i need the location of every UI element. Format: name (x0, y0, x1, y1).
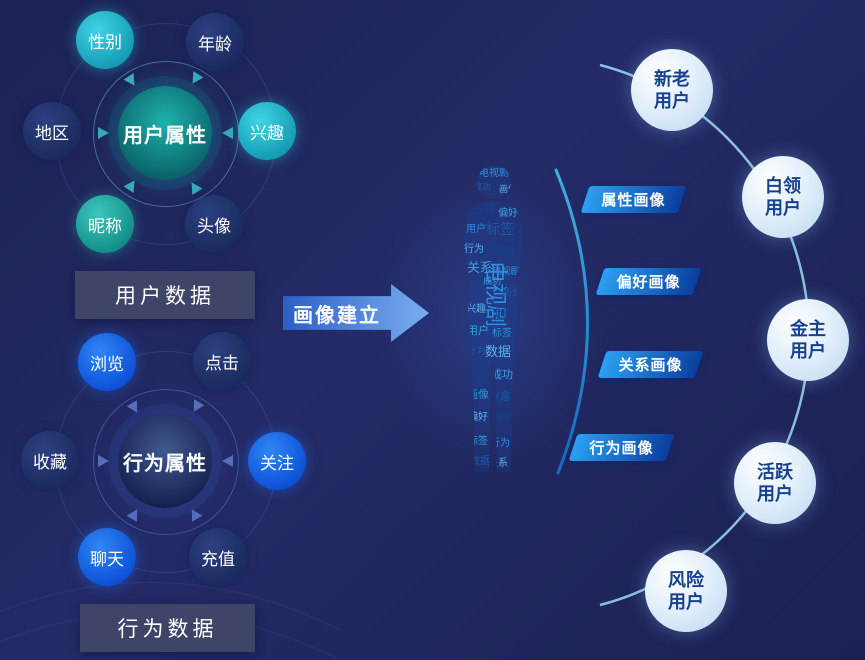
cloud-word: 画像 (502, 287, 522, 299)
cloud-word: 用户 (467, 323, 489, 337)
cloud-word: 兴趣 (490, 390, 510, 403)
segment-white-collar-users: 白领用户 (742, 156, 824, 238)
cloud-word: 兴趣 (466, 302, 486, 315)
inward-arrow-icon (222, 127, 233, 139)
cloud-word: 电视剧 (479, 166, 509, 179)
cloud-word: 画像 (499, 183, 517, 194)
segment-label: 白领用户 (764, 175, 801, 219)
user-attributes-center-node: 用户属性 (118, 86, 212, 180)
behavior-data-label-box: 行为数据 (80, 604, 255, 652)
cloud-word: 关系 (467, 260, 493, 275)
segment-label: 活跃用户 (756, 461, 793, 505)
behavior-node-favorite: 收藏 (21, 431, 79, 489)
user-attr-node-interest: 兴趣 (238, 102, 296, 160)
tags-arc (554, 168, 589, 475)
cloud-word: 兴趣 (473, 201, 495, 215)
behavior-node-click: 点击 (193, 332, 251, 390)
cloud-word: 数据 (493, 243, 515, 257)
segment-label: 风险用户 (667, 569, 704, 613)
behavior-node-recharge: 充值 (189, 528, 247, 586)
cloud-word: 行为 (490, 436, 510, 449)
cloud-word: 关系 (488, 456, 508, 469)
user-attr-node-gender: 性别 (76, 11, 134, 69)
node-label: 浏览 (90, 354, 124, 374)
behavior-attributes-center-node: 行为属性 (118, 414, 212, 508)
node-label: 地区 (35, 123, 69, 143)
cloud-word: 行为 (466, 344, 486, 357)
inward-arrow-icon (123, 73, 140, 89)
cloud-word: 偏好 (494, 304, 518, 319)
node-label: 头像 (197, 216, 231, 236)
behavior-node-browse: 浏览 (78, 333, 136, 391)
node-label: 兴趣 (250, 123, 284, 143)
node-label: 聊天 (90, 549, 124, 569)
cloud-word: 画像 (467, 388, 489, 401)
profile-build-arrow-label: 画像建立 (293, 304, 382, 327)
segment-label: 金主用户 (789, 318, 826, 362)
cloud-word: 成功 (473, 181, 491, 192)
inward-arrow-icon (222, 455, 233, 467)
cloud-word: 用户 (466, 222, 486, 235)
word-cloud-silhouette: 电视剧 成功 画像 兴趣 偏好 用户 标签 行为 数据 关系 电视剧 电视剧 画… (463, 165, 523, 472)
inward-arrow-icon (123, 177, 140, 193)
user-attr-node-nickname: 昵称 (76, 195, 134, 253)
cloud-word: 行为 (464, 242, 484, 255)
segment-label: 新老用户 (653, 68, 690, 112)
profile-build-arrow: 画像建立 (283, 284, 429, 342)
inward-arrow-icon (186, 179, 203, 195)
cloud-word: 电视剧 (483, 261, 508, 327)
cloud-word: 电视剧 (492, 265, 519, 276)
cloud-word: 数据 (485, 344, 511, 359)
user-attr-node-avatar: 头像 (185, 195, 243, 253)
center-node-label: 行为属性 (123, 452, 207, 475)
behavior-node-chat: 聊天 (78, 528, 136, 586)
node-label: 性别 (88, 32, 122, 52)
node-label: 昵称 (88, 216, 122, 236)
user-data-label: 用户数据 (115, 285, 215, 308)
cloud-word: 成功 (483, 275, 501, 286)
segment-risk-users: 风险用户 (645, 550, 727, 632)
user-attr-node-region: 地区 (23, 102, 81, 160)
behavior-data-label: 行为数据 (117, 618, 218, 641)
node-label: 点击 (205, 353, 239, 373)
cloud-word: 标签 (486, 221, 514, 237)
cloud-word: 标签 (492, 326, 512, 339)
inward-arrow-icon (126, 400, 143, 416)
user-data-label-box: 用户数据 (75, 271, 255, 319)
node-label: 关注 (260, 453, 294, 473)
behavior-node-follow: 关注 (248, 432, 306, 490)
center-node-label: 用户属性 (123, 124, 207, 147)
segment-active-users: 活跃用户 (734, 442, 816, 524)
cloud-word: 成功 (491, 368, 513, 381)
node-label: 充值 (201, 549, 235, 569)
segment-paying-users: 金主用户 (767, 299, 849, 381)
cloud-word: 用户 (486, 410, 510, 425)
user-attr-node-age: 年龄 (186, 13, 244, 71)
inward-arrow-icon (98, 455, 109, 467)
inward-arrow-icon (187, 71, 204, 87)
cloud-word: 关系 (470, 366, 490, 379)
cloud-word: 偏好 (498, 206, 518, 219)
cloud-word: 标签 (468, 434, 488, 447)
node-label: 年龄 (198, 34, 232, 54)
node-label: 收藏 (33, 452, 67, 472)
segment-new-old-users: 新老用户 (631, 49, 713, 131)
inward-arrow-icon (188, 399, 205, 415)
inward-arrow-icon (98, 127, 109, 139)
